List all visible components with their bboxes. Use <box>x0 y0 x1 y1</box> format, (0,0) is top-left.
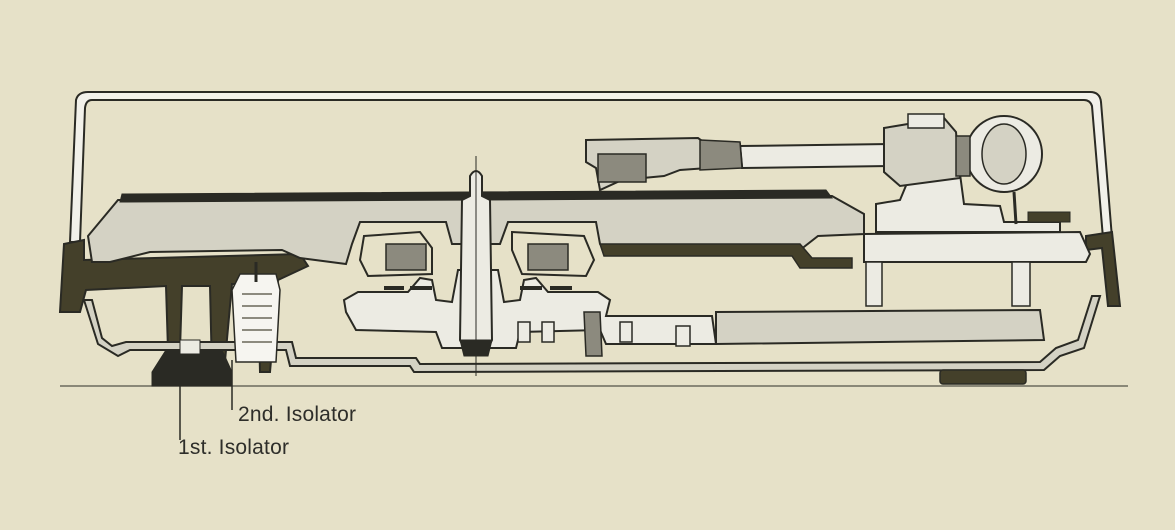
tonearm-base-plate <box>863 230 1092 263</box>
motor-rail-right-1 <box>520 286 542 290</box>
motor-bracket-left <box>358 230 433 278</box>
mechanism-block-4 <box>675 325 691 347</box>
counterweight-face <box>981 123 1027 185</box>
right-lower-shelf <box>715 308 1046 346</box>
motor-rail-left-2 <box>410 286 432 290</box>
motor-coil-left <box>385 243 427 271</box>
first-isolator-core <box>179 339 201 355</box>
spindle-bearing <box>459 339 493 357</box>
mechanism-block-3 <box>619 321 633 343</box>
cabinet-left-dark <box>58 238 310 373</box>
mechanism-post <box>583 311 603 357</box>
mechanism-block-2 <box>541 321 555 343</box>
tonearm-pivot-cap <box>907 113 945 129</box>
motor-bracket-right <box>511 230 596 278</box>
cabinet-right-dark <box>1085 230 1122 307</box>
cartridge-body <box>597 153 647 183</box>
second-isolator-label: 2nd. Isolator <box>238 403 357 426</box>
tonearm-leg-left <box>865 261 883 307</box>
tonearm-pillar-dark <box>1027 211 1071 223</box>
motor-rail-right-2 <box>550 286 572 290</box>
tonearm-wand <box>738 142 896 170</box>
motor-coil-right <box>527 243 569 271</box>
first-isolator <box>151 349 233 387</box>
tonearm-leg-right <box>1011 261 1031 307</box>
second-isolator-spring <box>242 293 272 343</box>
headshell-collar <box>699 139 743 171</box>
mechanism-block-1 <box>517 321 531 343</box>
bottom-tray <box>82 295 1102 374</box>
motor-rail-left-1 <box>384 286 404 290</box>
arm-rest-post <box>1012 191 1018 225</box>
right-foot <box>939 369 1027 385</box>
counterweight-collar <box>955 135 971 177</box>
platter-underside-strip <box>598 243 853 269</box>
first-isolator-label: 1st. Isolator <box>178 436 290 459</box>
